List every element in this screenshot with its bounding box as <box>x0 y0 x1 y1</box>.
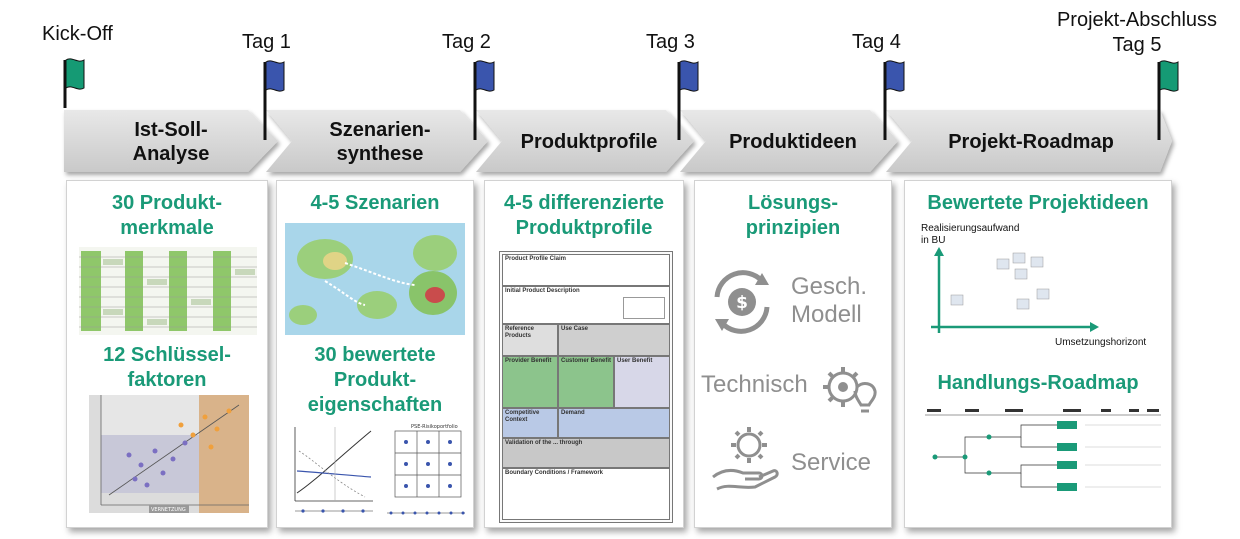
process-band <box>63 58 1179 172</box>
phase-chevron-5 <box>886 110 1172 172</box>
milestone-tag3-label: Tag 3 <box>646 31 695 53</box>
doc-provider-benefit: Provider Benefit <box>505 358 552 364</box>
flag-tag4 <box>883 60 905 140</box>
doc-user-benefit: User Benefit <box>617 358 653 364</box>
milestone-final-label: Projekt-Abschluss Tag 5 <box>1056 9 1218 56</box>
doc-reference-products: Reference Products <box>505 326 535 339</box>
milestone-tag1-label: Tag 1 <box>242 31 291 53</box>
card5-heading-bottom: Handlungs-Roadmap <box>937 372 1139 394</box>
card5-heading-top: Bewertete Projektideen <box>927 192 1149 214</box>
feature-table-thumbnail <box>79 247 257 335</box>
doc-boundary-conditions: Boundary Conditions / Framework <box>505 470 604 476</box>
flag-tag3 <box>677 60 699 140</box>
phase-chevron-2 <box>266 110 488 172</box>
card-projekt-roadmap: Bewertete Projektideen Realisierungsaufw… <box>904 180 1172 528</box>
flag-tag2 <box>473 60 495 140</box>
chart-x-label: Umsetzungshorizont <box>1055 337 1147 348</box>
card2-heading-bottom: 30 bewertete Produkt- eigenschaften <box>307 344 443 416</box>
principle-service: Service <box>791 449 872 476</box>
phase-chevron-1 <box>64 110 278 172</box>
phase-label-4: Produktideen <box>729 131 857 153</box>
chart-y-label: Realisierungsaufwand in BU <box>921 223 1020 246</box>
card3-heading: 4-5 differenzierte Produktprofile <box>503 192 665 239</box>
pse-risk-portfolio-thumbnail: PSE-Risikoportfolio <box>381 421 467 519</box>
doc-competitive-context: Competitive Context <box>505 410 540 423</box>
key-factor-matrix-thumbnail: VERNETZUNG <box>89 395 249 513</box>
card-produktideen: Lösungs- prinzipien $ Gesch. Modell Tech… <box>694 180 892 528</box>
flag-kickoff <box>63 58 85 108</box>
doc-use-case: Use Case <box>561 326 589 332</box>
gear-bulb-icon <box>823 367 877 413</box>
card1-heading-top: 30 Produkt- merkmale <box>111 192 223 239</box>
doc-initial-description: Initial Product Description <box>505 288 580 294</box>
action-roadmap-thumbnail <box>925 407 1161 503</box>
card1-heading-bottom: 12 Schlüssel- faktoren <box>103 344 231 391</box>
card-produktprofile: 4-5 differenzierte Produktprofile Produc… <box>484 180 684 528</box>
flag-tag1 <box>263 60 285 140</box>
flag-final <box>1157 60 1179 140</box>
phase-chevron-4 <box>680 110 898 172</box>
phase-label-5: Projekt-Roadmap <box>948 131 1114 153</box>
phase-label-1: Ist-Soll- Analyse <box>132 119 210 165</box>
doc-claim: Product Profile Claim <box>505 256 567 262</box>
phase-label-2: Szenarien- synthese <box>329 119 431 165</box>
principle-technical: Technisch <box>701 371 808 398</box>
property-curve-thumbnail <box>285 421 375 519</box>
principle-business-model: Gesch. Modell <box>791 273 868 328</box>
card4-heading: Lösungs- prinzipien <box>745 192 841 239</box>
card2-heading-top: 4-5 Szenarien <box>310 192 440 214</box>
phase-label-3: Produktprofile <box>520 131 658 153</box>
card-ist-soll: 30 Produkt- merkmale 12 Schlüssel- fakto… <box>66 180 268 528</box>
doc-validation: Validation of the ... through <box>505 440 583 446</box>
project-ideas-chart <box>931 247 1099 333</box>
milestone-tag4-label: Tag 4 <box>852 31 901 53</box>
milestone-kickoff-label: Kick-Off <box>42 23 113 45</box>
doc-customer-benefit: Customer Benefit <box>561 358 612 364</box>
milestone-tag2-label: Tag 2 <box>442 31 491 53</box>
scenario-map-thumbnail <box>285 223 465 335</box>
card-szenarien: 4-5 Szenarien 30 bewertete Produkt- eige… <box>276 180 474 528</box>
product-profile-document: Product Profile Claim Initial Product De… <box>499 251 673 523</box>
svg-text:$: $ <box>736 293 748 313</box>
matrix-axis-label: VERNETZUNG <box>151 507 186 513</box>
gear-hand-icon <box>712 427 779 491</box>
doc-demand: Demand <box>561 410 585 416</box>
portfolio-title: PSE-Risikoportfolio <box>411 424 458 430</box>
phase-chevron-3 <box>476 110 694 172</box>
money-cycle-icon: $ <box>714 270 770 334</box>
